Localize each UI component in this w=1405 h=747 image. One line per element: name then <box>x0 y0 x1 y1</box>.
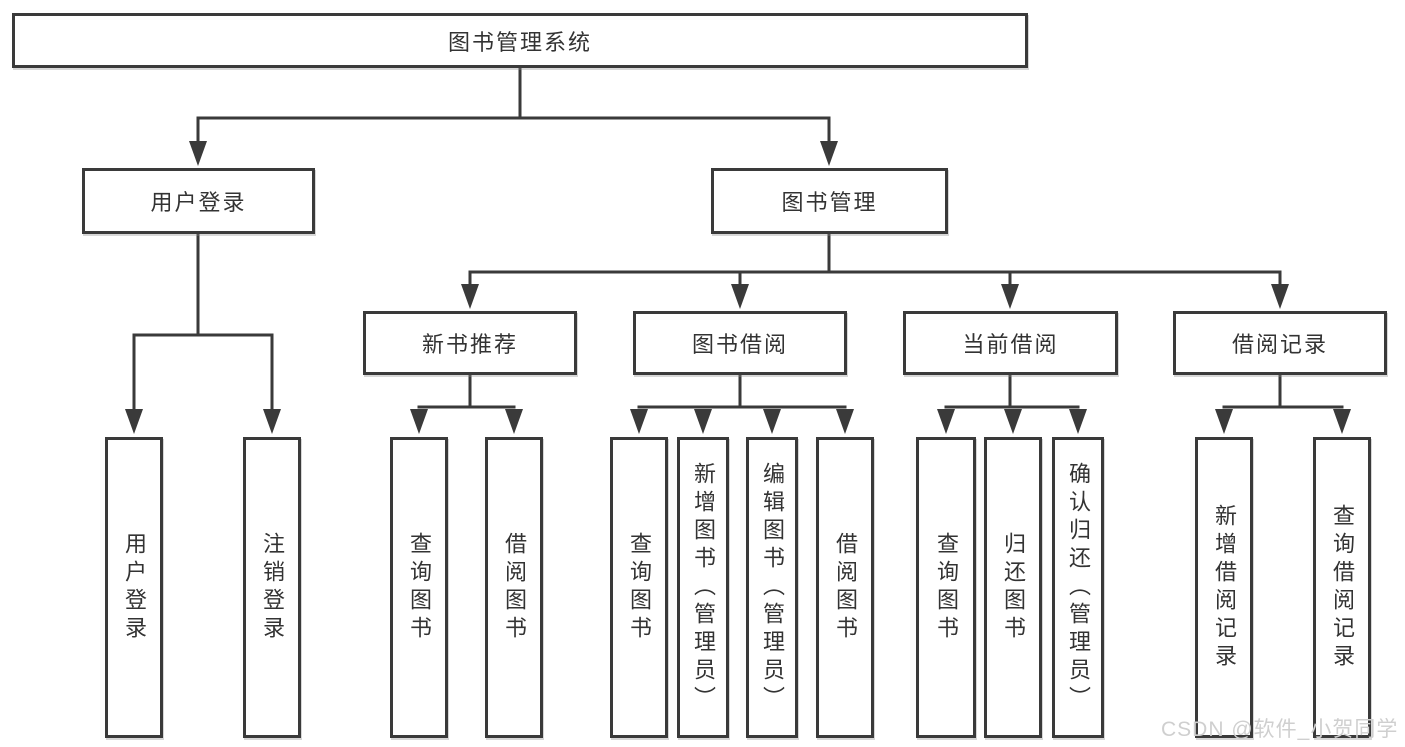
arrowhead-icon <box>694 409 712 434</box>
node-label: 图书管理 <box>781 190 878 215</box>
connector-new-book-recommend-to-leaves <box>410 373 523 434</box>
arrowhead-icon <box>1069 409 1087 434</box>
node-return-books: 归还图书 <box>984 437 1042 738</box>
arrowhead-icon <box>410 409 428 434</box>
node-add-borrow-record: 新增借阅记录 <box>1195 437 1253 738</box>
node-borrow-books-recommend: 借阅图书 <box>485 437 543 738</box>
connector-book-borrowing-to-leaves <box>630 373 854 434</box>
arrowhead-icon <box>836 409 854 434</box>
connector-book-management-to-level3 <box>461 232 1289 309</box>
node-borrowing-records: 借阅记录 <box>1173 311 1387 375</box>
node-add-books-admin: 新增图书（管理员） <box>677 437 729 738</box>
node-label: 注销登录 <box>260 531 285 644</box>
node-new-book-recommend: 新书推荐 <box>363 311 577 375</box>
arrowhead-icon <box>461 284 479 309</box>
node-label: 新增图书（管理员） <box>691 461 716 714</box>
node-label: 借阅图书 <box>833 531 858 644</box>
arrowhead-icon <box>937 409 955 434</box>
node-user-login-leaf: 用户登录 <box>105 437 163 738</box>
node-label: 借阅图书 <box>502 531 527 644</box>
arrowhead-icon <box>763 409 781 434</box>
node-query-borrow-record: 查询借阅记录 <box>1313 437 1371 738</box>
node-query-books-current: 查询图书 <box>916 437 976 738</box>
node-label: 图书借阅 <box>691 332 788 357</box>
arrowhead-icon <box>1271 284 1289 309</box>
connector-user-login-to-leaves <box>125 232 281 434</box>
arrowhead-icon <box>125 409 143 434</box>
node-query-books-borrowing: 查询图书 <box>610 437 668 738</box>
node-label: 用户登录 <box>150 190 247 215</box>
connector-borrowing-records-to-leaves <box>1215 373 1351 434</box>
node-label: 借阅记录 <box>1231 332 1328 357</box>
node-query-books-recommend: 查询图书 <box>390 437 448 738</box>
node-label: 新书推荐 <box>421 332 518 357</box>
node-label: 查询借阅记录 <box>1330 503 1355 672</box>
node-edit-books-admin: 编辑图书（管理员） <box>746 437 798 738</box>
node-book-management: 图书管理 <box>711 168 948 234</box>
node-borrow-books-borrowing: 借阅图书 <box>816 437 874 738</box>
node-label: 确认归还（管理员） <box>1066 461 1091 714</box>
arrowhead-icon <box>1004 409 1022 434</box>
node-logout: 注销登录 <box>243 437 301 738</box>
arrowhead-icon <box>1215 409 1233 434</box>
arrowhead-icon <box>189 141 207 166</box>
node-label: 当前借阅 <box>962 332 1059 357</box>
node-label: 编辑图书（管理员） <box>760 461 785 714</box>
arrowhead-icon <box>630 409 648 434</box>
connector-root-to-level2 <box>189 66 838 166</box>
arrowhead-icon <box>505 409 523 434</box>
node-book-borrowing: 图书借阅 <box>633 311 847 375</box>
arrowhead-icon <box>1333 409 1351 434</box>
csdn-watermark: CSDN @软件_小贺同学 <box>1161 718 1399 741</box>
node-user-login: 用户登录 <box>82 168 315 234</box>
node-label: 查询图书 <box>934 531 959 644</box>
node-label: 新增借阅记录 <box>1212 503 1237 672</box>
arrowhead-icon <box>263 409 281 434</box>
node-label: 用户登录 <box>122 531 147 644</box>
arrowhead-icon <box>1001 284 1019 309</box>
node-label: 查询图书 <box>627 531 652 644</box>
node-label: 归还图书 <box>1001 531 1026 644</box>
node-library-system: 图书管理系统 <box>12 13 1028 68</box>
node-current-borrowing: 当前借阅 <box>903 311 1118 375</box>
node-label: 图书管理系统 <box>447 29 592 55</box>
connector-current-borrowing-to-leaves <box>937 373 1087 434</box>
node-confirm-return-admin: 确认归还（管理员） <box>1052 437 1104 738</box>
node-label: 查询图书 <box>407 531 432 644</box>
arrowhead-icon <box>820 141 838 166</box>
arrowhead-icon <box>731 284 749 309</box>
